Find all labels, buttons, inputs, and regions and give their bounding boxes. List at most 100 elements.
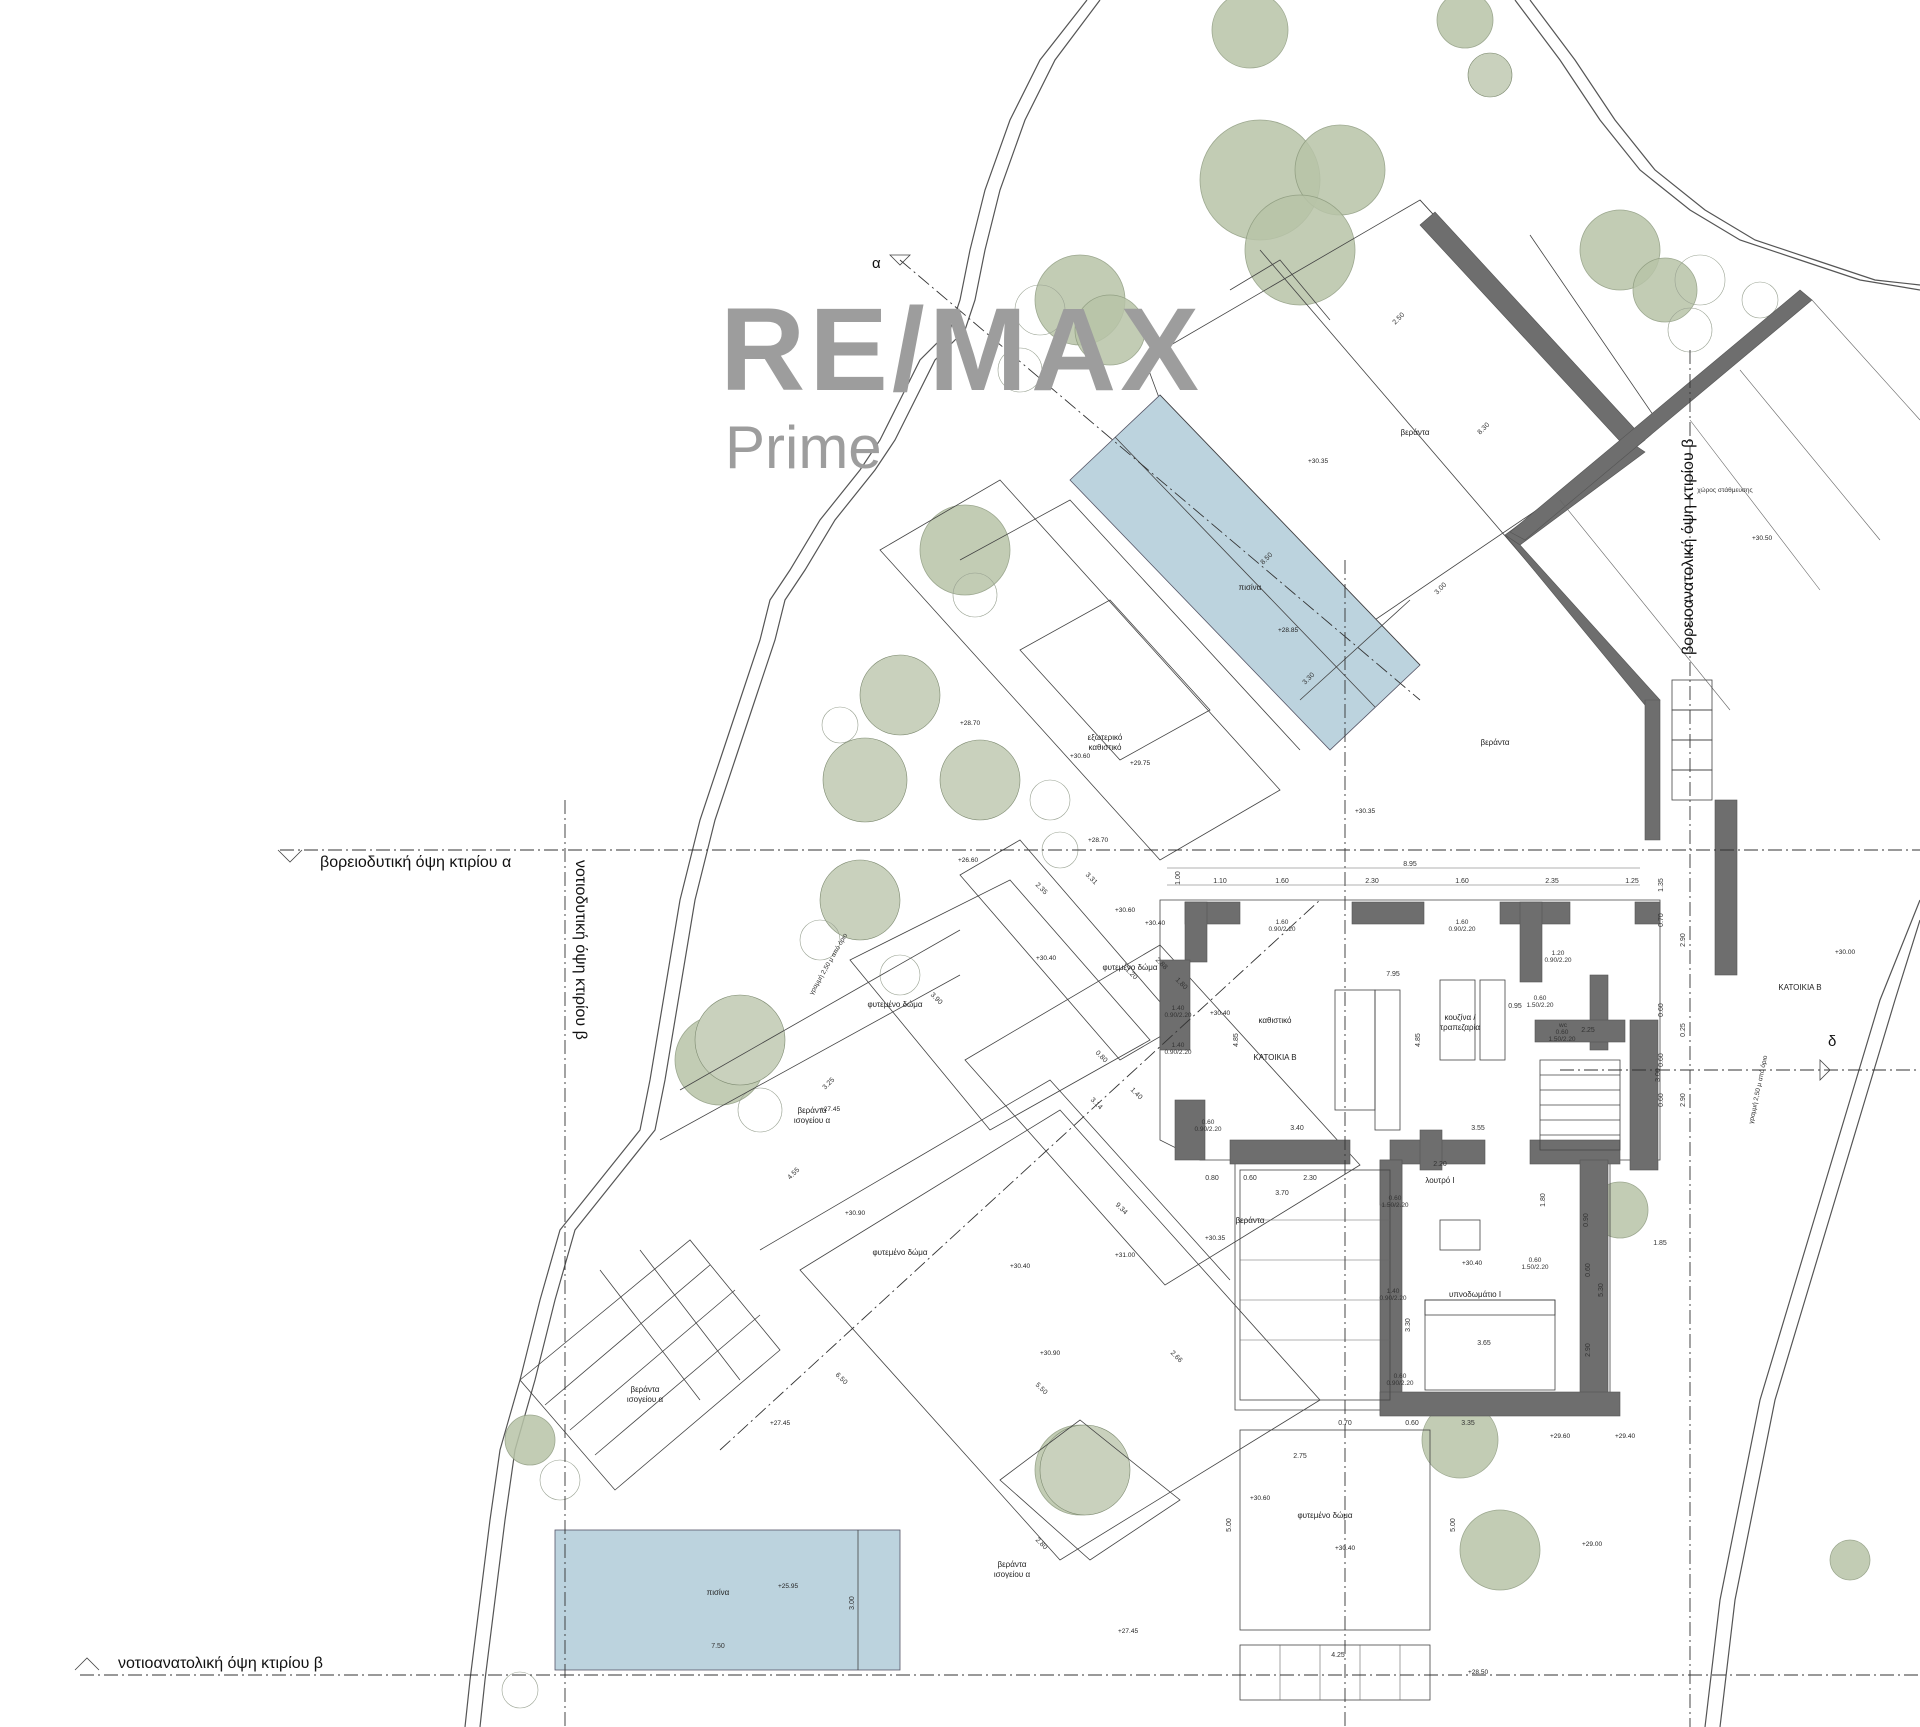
window-tag: 1.40 xyxy=(1172,1042,1185,1049)
dimension-label: 0.60 xyxy=(1658,1053,1665,1067)
label-wc: wc xyxy=(1558,1022,1568,1029)
dimension-label: 1.40 xyxy=(1129,1087,1144,1102)
level-marker: +30.90 xyxy=(845,1210,865,1217)
level-marker: +27.45 xyxy=(1118,1628,1138,1635)
level-marker: +30.40 xyxy=(1210,1010,1230,1017)
dimension-label: 2.66 xyxy=(1169,1350,1184,1365)
label-pool-top: πισίνα xyxy=(1239,583,1262,592)
section-mark-delta: δ xyxy=(1828,1033,1836,1050)
window-tag: 1.50/2.20 xyxy=(1521,1264,1548,1271)
window-tag: 1.40 xyxy=(1387,1288,1400,1295)
dimension-label: 2.35 xyxy=(1545,878,1559,885)
dimension-label: 3.65 xyxy=(1477,1340,1491,1347)
label-house-b: ΚΑΤΟΙΚΙΑ Β xyxy=(1253,1053,1296,1062)
elevation-label-southeast-b: νοτιοανατολική όψη κτιρίου β xyxy=(118,1655,323,1672)
label-line-note-2: γραμμή 2,50 μ από όριο xyxy=(1747,1054,1769,1124)
dimension-label: 2.30 xyxy=(1365,878,1379,885)
dimension-label: 3.31 xyxy=(1084,872,1099,887)
label-veranda-top: βεράντα xyxy=(1400,428,1429,437)
level-marker: +30.90 xyxy=(1040,1350,1060,1357)
dimension-label: 5.50 xyxy=(1034,1382,1049,1397)
window-tag: 0.90/2.20 xyxy=(1194,1126,1221,1133)
level-marker: +28.70 xyxy=(960,720,980,727)
level-marker: +30.35 xyxy=(1205,1235,1225,1242)
dimension-label: 2.90 xyxy=(1585,1343,1592,1357)
dimension-label: 0.80 xyxy=(1205,1175,1219,1182)
label-green-roof-3: φυτεμένο δώμα xyxy=(1297,1511,1352,1520)
dimension-label: 2.80 xyxy=(1034,1537,1049,1552)
level-marker: +30.40 xyxy=(1335,1545,1355,1552)
dimension-label: 2.90 xyxy=(1680,933,1687,947)
level-marker: +29.40 xyxy=(1615,1433,1635,1440)
dimension-label: 0.60 xyxy=(1658,1003,1665,1017)
level-markers: +30.35 +30.50 +28.85 +29.75 +30.35 +28.7… xyxy=(770,458,1855,1676)
level-marker: +30.35 xyxy=(1308,458,1328,465)
label-ground-veranda-1a: βεράντα xyxy=(797,1106,826,1115)
dimension-label: 3.40 xyxy=(1290,1125,1304,1132)
window-tag: 0.60 xyxy=(1389,1195,1402,1202)
label-house-b-2: ΚΑΤΟΙΚΙΑ Β xyxy=(1778,983,1821,992)
dimension-label: 1.60 xyxy=(1455,878,1469,885)
dimension-label: 0.70 xyxy=(1338,1420,1352,1427)
dimension-label: 5.00 xyxy=(1450,1518,1457,1532)
level-marker: +28.50 xyxy=(1468,1669,1488,1676)
window-tag: 0.60 xyxy=(1529,1257,1542,1264)
vegetation xyxy=(501,0,1871,1709)
label-kitchen-1: κουζίνα / xyxy=(1444,1013,1476,1022)
watermark: RE/MAX Prime xyxy=(720,284,1199,481)
dimension-label: 0.60 xyxy=(1405,1420,1419,1427)
window-tag: 0.60 xyxy=(1394,1373,1407,1380)
window-tag: 0.90/2.20 xyxy=(1164,1012,1191,1019)
level-marker: +30.40 xyxy=(1462,1260,1482,1267)
section-mark-alpha: α xyxy=(872,255,881,272)
dimension-label: 4.85 xyxy=(1415,1033,1422,1047)
dimension-label: 2.20 xyxy=(1433,1161,1447,1168)
level-marker: +30.60 xyxy=(1250,1495,1270,1502)
level-marker: +29.75 xyxy=(1130,760,1150,767)
dimension-label: 1.35 xyxy=(1658,878,1665,892)
dimension-label: 3.90 xyxy=(929,992,944,1007)
dimension-label: 3.55 xyxy=(1471,1125,1485,1132)
window-tag: 0.90/2.20 xyxy=(1448,926,1475,933)
dimension-label: 1.10 xyxy=(1213,878,1227,885)
house-b-plan xyxy=(1159,899,1661,1701)
section-arrow-icon xyxy=(277,849,303,863)
dimension-label: 2.30 xyxy=(1303,1175,1317,1182)
label-ground-veranda-3b: ισογείου α xyxy=(994,1570,1031,1579)
label-veranda-house: βεράντα xyxy=(1235,1216,1264,1225)
level-marker: +30.60 xyxy=(1070,753,1090,760)
window-tag: 1.60 xyxy=(1276,919,1289,926)
label-green-roof-2: φυτεμένο δώμα xyxy=(872,1248,927,1257)
dimension-label: 9.34 xyxy=(1114,1202,1129,1217)
elevation-label-group: βορειοδυτική όψη κτιρίου α νοτιοδυτική ό… xyxy=(74,439,1697,1672)
lower-pool xyxy=(554,1529,901,1671)
label-kitchen-2: τραπεζαρία xyxy=(1440,1023,1480,1032)
label-exterior: εξωτερικό xyxy=(1088,733,1123,742)
lower-left-pergola xyxy=(519,1239,781,1491)
dimension-label: 2.25 xyxy=(1581,1027,1595,1034)
dimension-label: 1.85 xyxy=(1653,1240,1667,1247)
window-tag: 1.50/2.20 xyxy=(1526,1002,1553,1009)
dimension-label: 3.00 xyxy=(1434,582,1449,597)
level-marker: +31.00 xyxy=(1115,1252,1135,1259)
label-bedroom: υπνοδωμάτιο Ι xyxy=(1449,1290,1501,1299)
dimension-label: 2.75 xyxy=(1293,1453,1307,1460)
label-ground-veranda-1b: ισογείου α xyxy=(794,1116,831,1125)
dimension-label: 0.25 xyxy=(1680,1023,1687,1037)
level-marker: +30.40 xyxy=(1010,1263,1030,1270)
window-tag: 0.60 xyxy=(1202,1119,1215,1126)
dimension-label: 1.80 xyxy=(1540,1193,1547,1207)
dimension-label: 0.80 xyxy=(1094,1050,1109,1065)
elevation-label-northeast-b: βορειοανατολική όψη κτιρίου β xyxy=(1680,439,1697,655)
dimension-label: 3.14 xyxy=(1089,1097,1104,1112)
section-arrow-icon xyxy=(889,254,911,266)
level-marker: +30.60 xyxy=(1115,907,1135,914)
dimension-label: 5.30 xyxy=(1598,1283,1605,1297)
elevation-lines xyxy=(80,259,1920,1727)
dimension-label: 0.60 xyxy=(1585,1263,1592,1277)
elevation-label-southwest-b: νοτιοδυτική όψη κτιρίου β xyxy=(572,860,589,1040)
dimension-label: 8.95 xyxy=(1403,861,1417,868)
level-marker: +30.00 xyxy=(1835,949,1855,956)
upper-pool-area xyxy=(1069,199,1661,751)
